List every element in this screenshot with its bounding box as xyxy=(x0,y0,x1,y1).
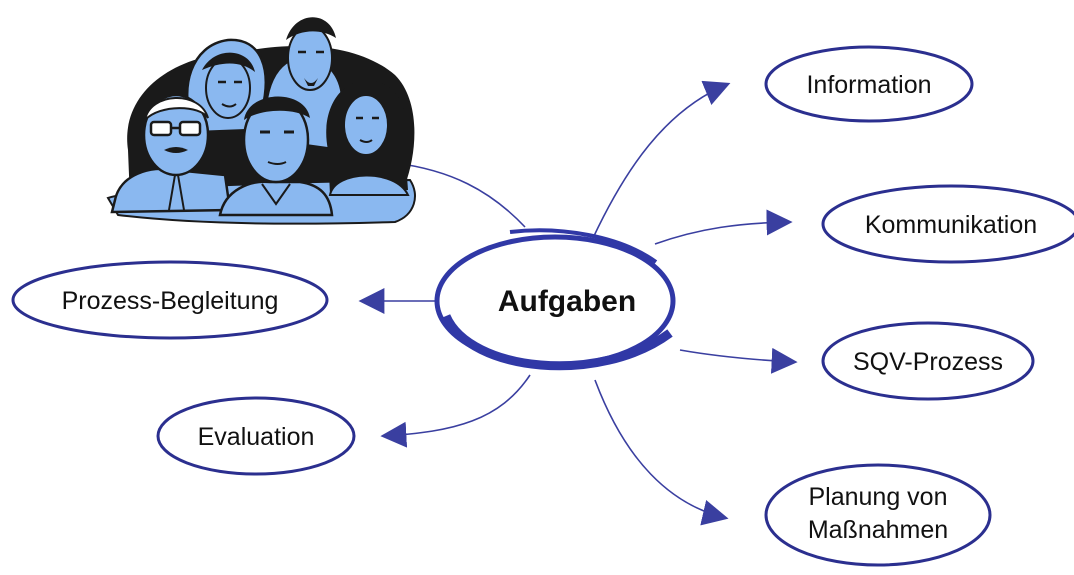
person-front-center xyxy=(218,96,334,217)
node-evaluation-label: Evaluation xyxy=(198,423,315,451)
node-kommunikation: Kommunikation xyxy=(821,184,1074,264)
connector-people xyxy=(394,162,526,228)
connector-planung xyxy=(594,379,729,526)
node-prozess-begleitung-label: Prozess-Begleitung xyxy=(62,287,279,315)
center-node: Aufgaben xyxy=(434,228,676,371)
center-label: Aufgaben xyxy=(498,285,636,318)
connectors xyxy=(358,80,798,526)
node-planung-label-line1: Planung von xyxy=(808,483,947,511)
node-sqv-prozess: SQV-Prozess xyxy=(821,321,1035,401)
person-right-woman xyxy=(326,80,410,196)
node-information-label: Information xyxy=(806,71,931,99)
connector-information xyxy=(592,80,731,239)
connector-evaluation xyxy=(380,374,531,448)
people-group-icon xyxy=(106,17,416,225)
node-evaluation: Evaluation xyxy=(156,396,356,476)
node-kommunikation-label: Kommunikation xyxy=(865,211,1037,239)
node-planung: Planung von Maßnahmen xyxy=(764,463,992,567)
node-prozess-begleitung: Prozess-Begleitung xyxy=(11,260,329,340)
node-sqv-prozess-label: SQV-Prozess xyxy=(853,348,1003,376)
person-front-left xyxy=(110,93,232,214)
person-back-left xyxy=(185,38,267,134)
connector-kommunikation xyxy=(654,209,793,245)
connector-sqv-prozess xyxy=(679,347,798,374)
node-planung-label-line2: Maßnahmen xyxy=(808,516,948,544)
node-information: Information xyxy=(764,45,974,123)
